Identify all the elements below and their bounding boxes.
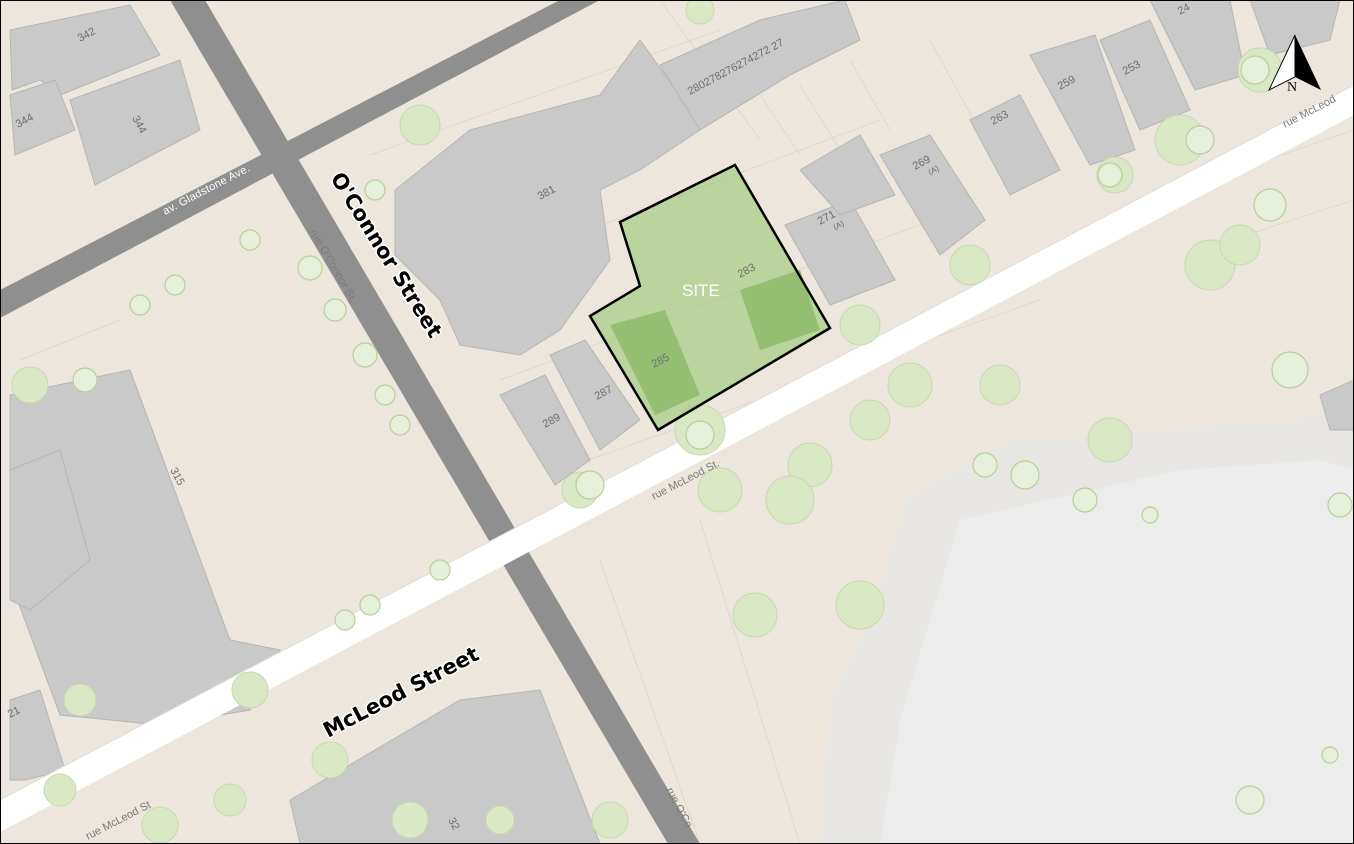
building-lower-left — [9, 449, 91, 611]
building-280-272 — [659, 0, 861, 131]
address-21: 21 — [6, 704, 22, 720]
site-boundary — [588, 163, 832, 432]
building-271 — [784, 199, 896, 306]
building-far-right — [1249, 0, 1341, 56]
park-inner — [880, 460, 1354, 844]
oconnor-street — [170, 0, 700, 844]
building-253 — [1099, 19, 1191, 131]
site-parcel — [588, 163, 832, 432]
building-381 — [394, 39, 701, 356]
building-263 — [969, 94, 1061, 196]
building-344-right — [69, 59, 201, 186]
building-289 — [499, 374, 591, 486]
site-label: SITE — [682, 281, 720, 300]
building-259 — [1029, 34, 1136, 166]
address-32: 32 — [445, 816, 461, 832]
building-287 — [549, 339, 641, 451]
building-344-left — [9, 79, 76, 156]
building-271-rear — [799, 134, 896, 216]
gladstone-avenue — [0, 0, 600, 318]
buildings — [9, 0, 1354, 844]
building-21 — [9, 689, 66, 781]
building-right-edge — [1319, 379, 1354, 431]
mcleod-street — [0, 85, 1354, 832]
north-label: N — [1287, 80, 1297, 95]
tree-canopy — [11, 0, 1353, 844]
building-32 — [289, 689, 601, 844]
address-24: 24 — [1176, 1, 1192, 17]
north-arrow-icon: N — [1267, 34, 1321, 95]
building-269 — [879, 134, 986, 256]
building-315 — [9, 369, 281, 726]
mcleod-street-edge — [0, 84, 1354, 801]
